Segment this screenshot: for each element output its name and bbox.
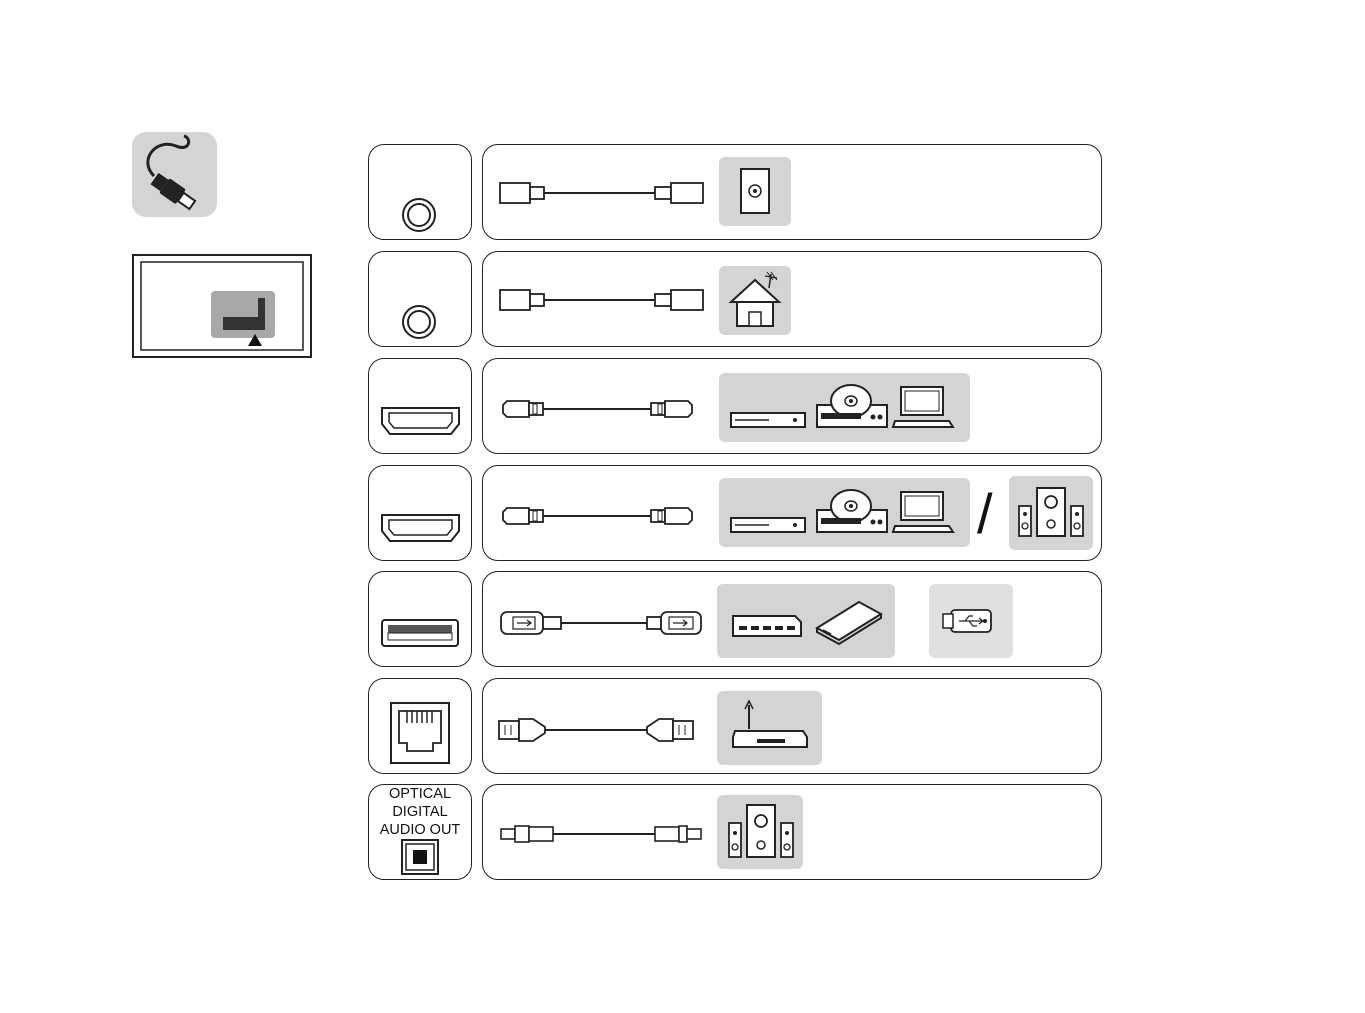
tv-rear-panel-icon xyxy=(132,254,312,358)
hdmi-arc-connection-row: / xyxy=(482,465,1102,561)
lan-connection-row xyxy=(482,678,1102,774)
hdmi-port-box xyxy=(368,358,472,454)
separator-slash: / xyxy=(977,486,993,542)
set-top-box-icon xyxy=(729,478,809,547)
cable-plug-icon xyxy=(132,132,217,217)
coax-port-icon xyxy=(369,252,473,348)
usb-port-icon xyxy=(369,572,473,668)
usb-flash-drive-icon xyxy=(929,584,1013,658)
usb-connection-row xyxy=(482,571,1102,667)
optical-cable-icon xyxy=(483,785,708,881)
coax-port-icon xyxy=(369,145,473,241)
hdmi-cable-icon xyxy=(483,359,708,455)
antenna-port-box xyxy=(368,144,472,240)
antenna-house-connection-row xyxy=(482,251,1102,347)
hdmi-arc-port-box xyxy=(368,465,472,561)
dvd-player-icon xyxy=(813,478,893,547)
usb-hub-icon xyxy=(719,584,809,658)
coax-cable-icon xyxy=(483,252,703,348)
set-top-box-icon xyxy=(729,373,809,442)
ethernet-cable-icon xyxy=(483,679,708,775)
dvd-player-icon xyxy=(813,373,893,442)
hdmi-port-icon xyxy=(369,359,473,455)
lan-port-box xyxy=(368,678,472,774)
speaker-system-icon xyxy=(1009,476,1093,550)
optical-port-icon xyxy=(369,785,473,881)
usb-cable-icon xyxy=(483,572,708,668)
wall-antenna-outlet-icon xyxy=(719,157,791,226)
hdmi-port-icon xyxy=(369,466,473,562)
laptop-icon xyxy=(891,478,971,547)
antenna-connection-row xyxy=(482,144,1102,240)
antenna-port-box-2 xyxy=(368,251,472,347)
speaker-system-icon xyxy=(717,795,803,869)
lan-port-icon xyxy=(369,679,473,775)
external-hdd-icon xyxy=(809,584,889,658)
optical-port-box: OPTICAL DIGITAL AUDIO OUT xyxy=(368,784,472,880)
house-antenna-icon xyxy=(719,266,791,335)
coax-cable-icon xyxy=(483,145,703,241)
router-icon xyxy=(717,691,822,765)
hdmi-connection-row xyxy=(482,358,1102,454)
usb-port-box xyxy=(368,571,472,667)
hdmi-cable-icon xyxy=(483,466,708,562)
laptop-icon xyxy=(891,373,971,442)
optical-connection-row xyxy=(482,784,1102,880)
